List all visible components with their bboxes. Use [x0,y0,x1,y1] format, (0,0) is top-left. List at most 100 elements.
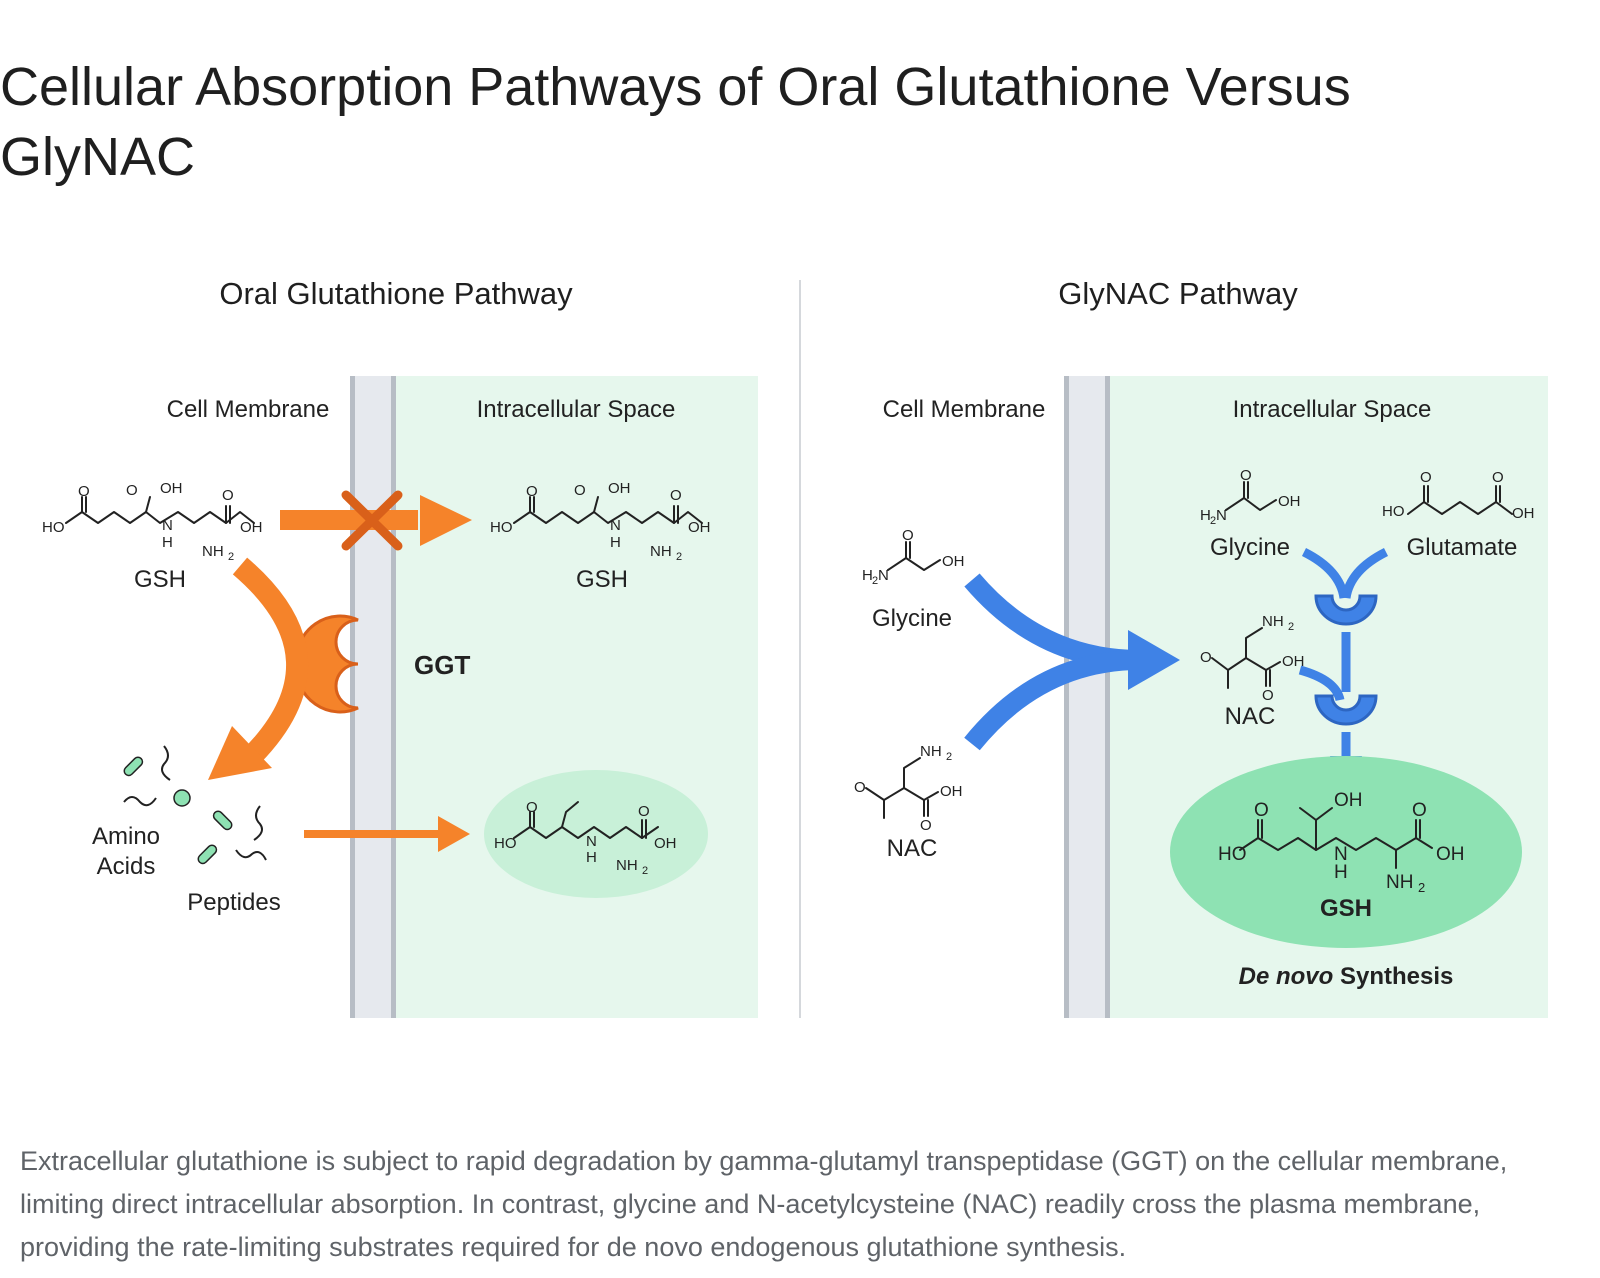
synthesis-enzyme-1-icon [1314,594,1378,626]
glycine-molecule-inside [1225,481,1277,511]
peptides-label: Peptides [187,889,280,916]
chem-oh: OH [942,553,965,570]
chem-oh: OH [1278,493,1301,510]
chem-oh: OH [1512,505,1535,522]
chem-oh: OH [654,835,677,852]
gsh-product-blob [1170,756,1522,948]
chem-ho: HO [1218,844,1247,865]
chem-o: O [638,803,650,820]
left-intracellular-region [386,376,758,1018]
right-membrane-edge-inner [1105,376,1110,1018]
chem-subscript: 2 [1210,515,1216,527]
fragment-transport-arrow-head [438,816,470,852]
chem-n: N [162,517,173,534]
chem-o: O [1420,469,1432,486]
chem-o: O [1412,800,1427,821]
pathway-diagram: Oral Glutathione Pathway Cell Membrane I… [42,276,1548,1018]
chem-o: O [78,483,90,500]
chem-o: O [574,482,586,499]
synthesis-word: Synthesis [1333,963,1453,990]
chem-subscript: 2 [642,865,648,877]
nac-molecule-inside [1211,627,1281,689]
nac-molecule-outside [865,757,939,819]
chem-oh: OH [1436,844,1465,865]
chem-nh: NH [1386,872,1413,893]
chem-nh: NH [616,857,638,874]
right-membrane-label: Cell Membrane [883,396,1046,423]
chem-h: H [610,534,621,551]
amino-acid-fragments [123,745,267,865]
chem-oh: OH [240,519,263,536]
chem-n: N [586,833,597,850]
left-intracellular-label: Intracellular Space [477,396,676,423]
gsh-molecule-inside [513,496,703,524]
right-intracellular-label: Intracellular Space [1233,396,1432,423]
chem-n: N [610,517,621,534]
chem-h2n: H [862,567,873,584]
ggt-label: GGT [414,650,470,680]
chem-nh: NH [202,543,224,560]
synthesis-enzyme-2-icon [1314,694,1378,726]
left-membrane-label: Cell Membrane [167,396,330,423]
chem-nh: NH [650,543,672,560]
chem-nh: NH [1262,613,1284,630]
chem-o: O [1262,687,1274,704]
right-panel-title: GlyNAC Pathway [1058,276,1298,311]
chem-ho: HO [490,519,513,536]
chem-subscript: 2 [1288,621,1294,633]
chem-h: H [162,534,173,551]
chem-o: O [526,483,538,500]
amino-acids-label-line2: Acids [97,853,156,880]
chem-oh: OH [688,519,711,536]
left-cell-membrane [350,376,396,1018]
chem-o: O [670,487,682,504]
nac-uptake-arrow [964,650,1141,751]
chem-o: O [1254,800,1269,821]
nac-inside-label: NAC [1225,703,1276,730]
left-membrane-edge-outer [350,376,355,1018]
chem-n: N [878,567,889,584]
left-panel-title: Oral Glutathione Pathway [219,276,573,311]
chem-oh: OH [1282,653,1305,670]
amino-acids-label-line1: Amino [92,823,160,850]
glycine-molecule-outside [887,541,941,571]
chem-subscript: 2 [1418,880,1425,895]
chem-o: O [1492,469,1504,486]
gsh-molecule-outside [65,496,255,524]
chem-o: O [920,817,932,834]
gsh-product-label: GSH [1320,895,1372,922]
resynthesized-gsh-blob [484,770,708,898]
pathway-figure: Oral Glutathione Pathway Cell Membrane I… [0,240,1600,1060]
chem-subscript: 2 [676,551,682,563]
chem-oh: OH [940,783,963,800]
left-membrane-edge-inner [391,376,396,1018]
chem-oh: OH [1334,790,1363,811]
chem-o: O [526,799,538,816]
chem-ho: HO [494,835,517,852]
chem-h: H [1334,862,1348,883]
chem-ho: HO [42,519,65,536]
chem-oh: OH [608,480,631,497]
chem-o: O [854,779,866,796]
de-novo-italic: De novo [1239,963,1334,990]
figure-caption: Extracellular glutathione is subject to … [20,1146,1508,1262]
glycine-outside-label: Glycine [872,605,952,632]
page-title: Cellular Absorption Pathways of Oral Glu… [0,57,1351,187]
uptake-arrow-head [1128,630,1180,690]
blocked-direct-arrow-head [420,495,472,546]
chem-oh: OH [160,480,183,497]
chem-nh: NH [920,743,942,760]
gsh-outside-label: GSH [134,566,186,593]
nac-to-enzyme-arrow [1298,665,1345,702]
gsh-inside-label: GSH [576,566,628,593]
degradation-arrow-shaft [232,557,309,768]
chem-h: H [586,849,597,866]
chem-ho: HO [1382,503,1405,520]
resynthesized-gsh-molecule [513,801,659,839]
chem-subscript: 2 [872,575,878,587]
chem-n: N [1216,507,1227,524]
degradation-arrow-head [208,726,272,780]
chem-o: O [126,482,138,499]
right-membrane-edge-outer [1064,376,1069,1018]
chem-subscript: 2 [228,551,234,563]
